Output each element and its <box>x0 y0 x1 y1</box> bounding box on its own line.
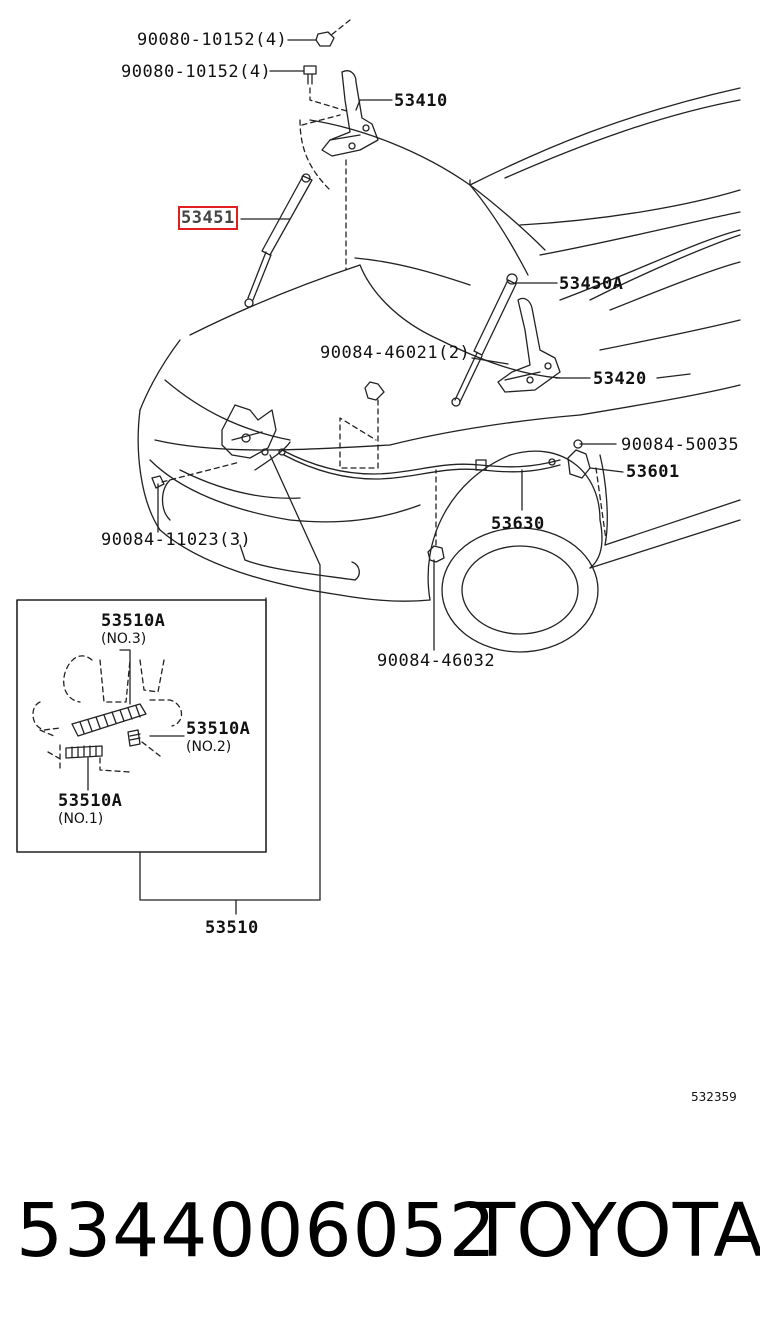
wheel-arch <box>427 450 741 653</box>
label-support-rod[interactable]: 53451 <box>178 206 238 230</box>
bumper-outline <box>137 409 431 602</box>
label-bolt-second[interactable]: 90080-10152(4) <box>121 62 272 82</box>
label-bolt-left[interactable]: 90084-11023(3) <box>101 530 252 550</box>
windshield-outline <box>469 87 741 311</box>
label-support-rod-a[interactable]: 53450A <box>559 274 624 294</box>
inset-frame <box>16 599 267 853</box>
bolt-heads <box>151 31 335 489</box>
label-hinge-rh[interactable]: 53420 <box>593 369 647 389</box>
release-cable <box>278 448 561 480</box>
footer-part-number: 5344006052 <box>16 1188 497 1274</box>
inset-label-no1[interactable]: 53510A <box>58 791 123 811</box>
highlighted-part-number[interactable]: 53451 <box>178 206 238 230</box>
hood-outline <box>139 119 741 451</box>
hinge-53420-drawing <box>497 297 561 393</box>
inset-note-no1: (NO.1) <box>58 811 104 827</box>
label-bolt-top[interactable]: 90080-10152(4) <box>137 30 288 50</box>
inset-label-no3[interactable]: 53510A <box>101 611 166 631</box>
dashed-guides <box>161 19 607 546</box>
label-clip-mid[interactable]: 90084-46021(2) <box>320 343 471 363</box>
clip-90084-46032-drawing <box>427 545 445 563</box>
hood-latch-drawing <box>221 404 277 459</box>
release-lever-drawing <box>567 439 591 479</box>
support-rod-53451-drawing <box>244 173 313 308</box>
label-screw-right[interactable]: 90084-50035 <box>621 435 740 455</box>
leader-lines <box>139 39 691 915</box>
label-cable[interactable]: 53630 <box>491 514 545 534</box>
label-lever[interactable]: 53601 <box>626 462 680 482</box>
footer-brand: TOYOTA <box>470 1188 760 1274</box>
hinge-53410-drawing <box>321 70 379 157</box>
label-latch-assy[interactable]: 53510 <box>205 918 259 938</box>
inset-label-no2[interactable]: 53510A <box>186 719 251 739</box>
label-hinge-lh[interactable]: 53410 <box>394 91 448 111</box>
inset-insulators <box>32 649 185 791</box>
inset-note-no2: (NO.2) <box>186 739 232 755</box>
inset-note-no3: (NO.3) <box>101 631 147 647</box>
label-clip-lower[interactable]: 90084-46032 <box>377 651 496 671</box>
support-rod-53450a-drawing <box>451 273 518 407</box>
illustration-code: 532359 <box>691 1090 737 1104</box>
clip-90084-46021-drawing <box>364 381 385 401</box>
